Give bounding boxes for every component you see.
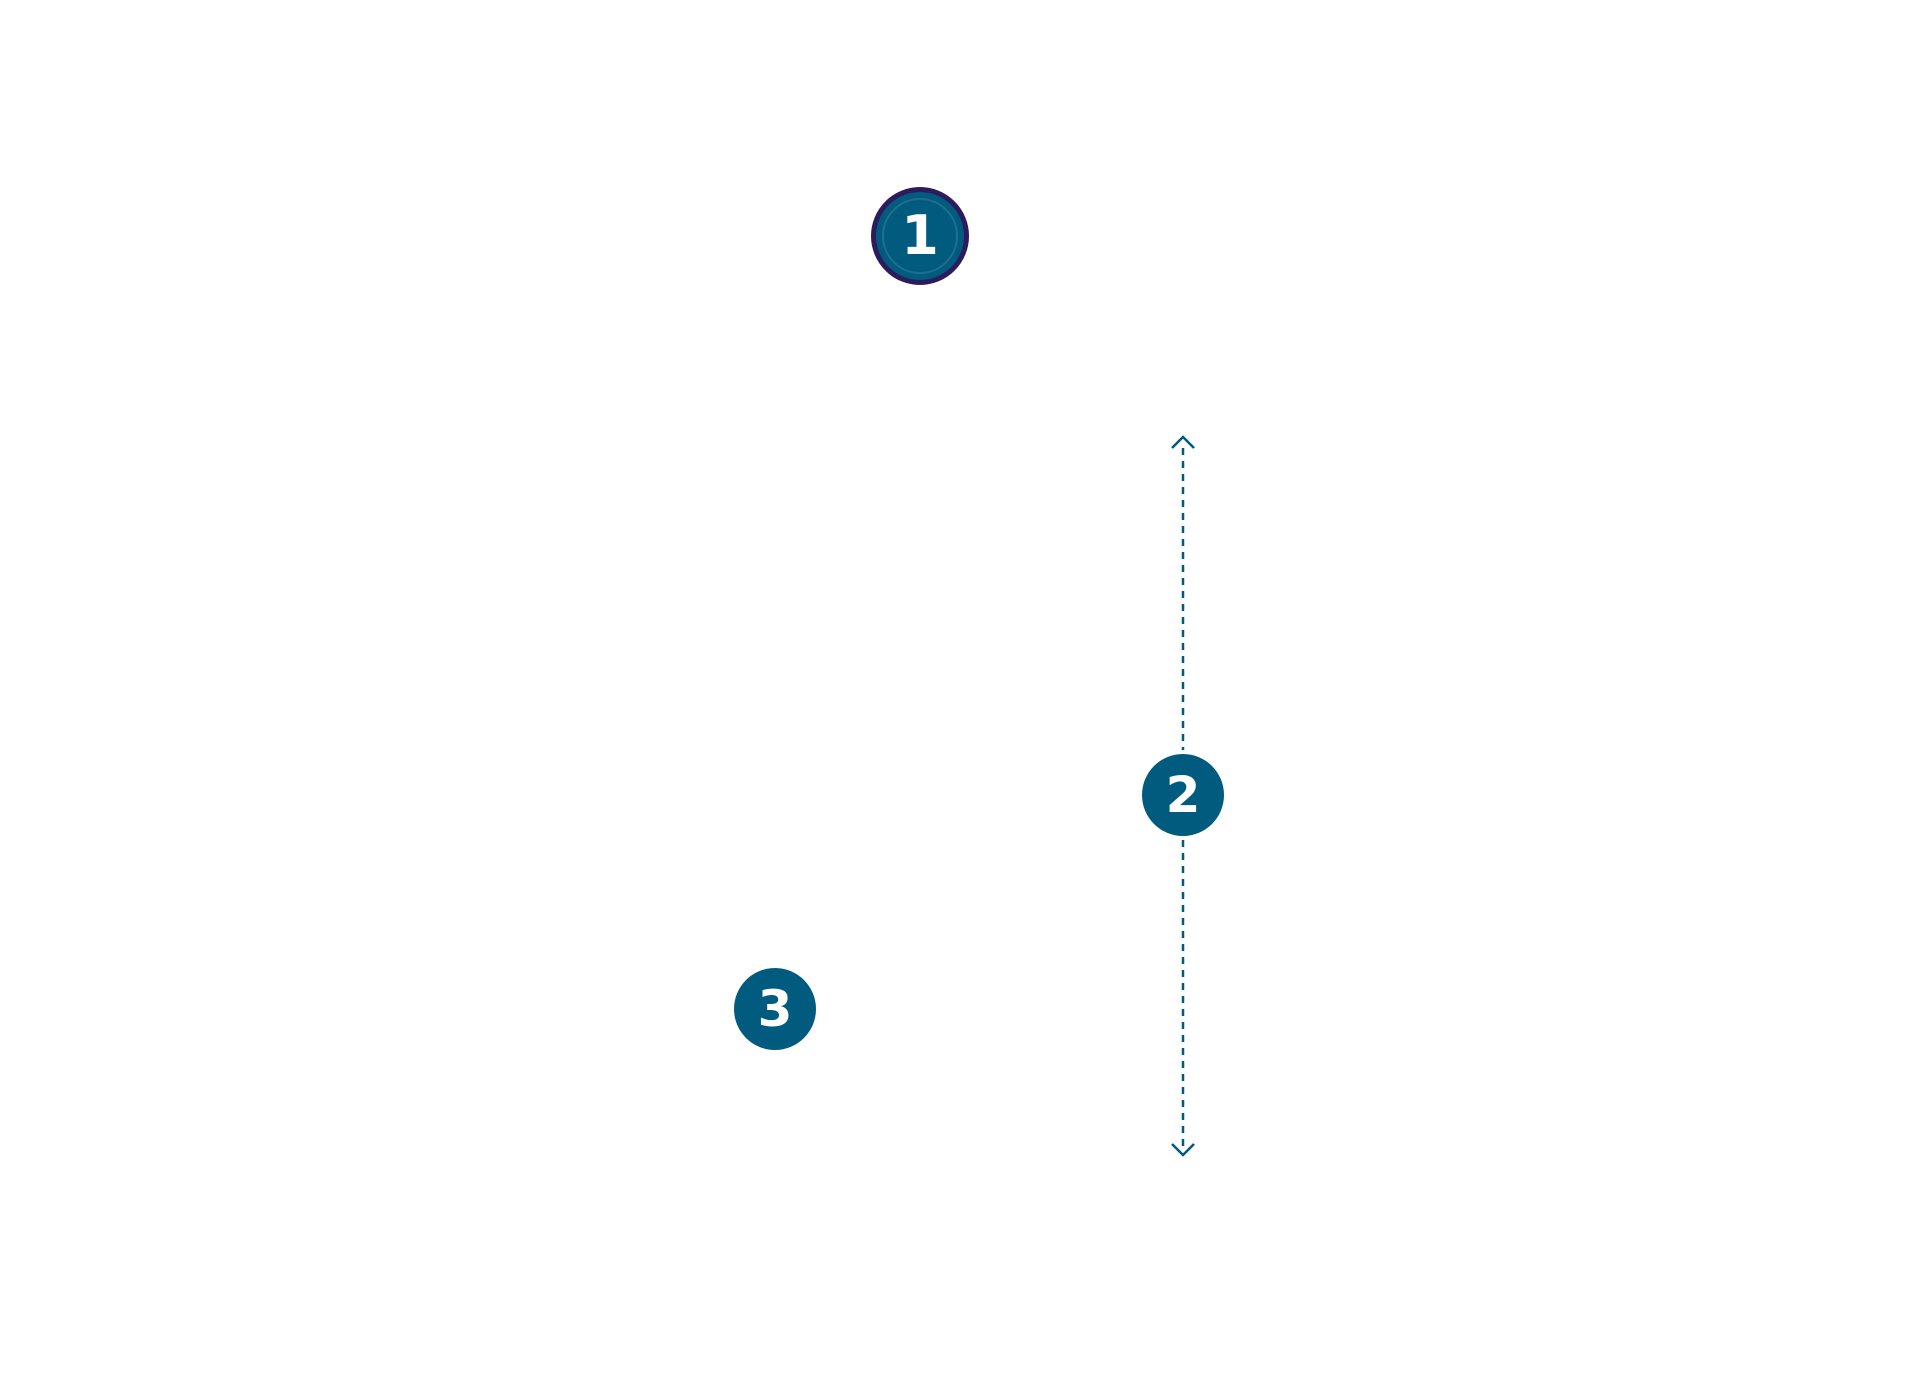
marker-3-label: 3 (757, 980, 793, 1038)
arrow-head-down-icon (1171, 1143, 1195, 1157)
marker-2[interactable]: 2 (1142, 754, 1224, 836)
marker-1-label: 1 (901, 204, 939, 267)
marker-1[interactable]: 1 (871, 187, 969, 285)
marker-3[interactable]: 3 (734, 968, 816, 1050)
arrow-head-up-icon (1171, 435, 1195, 449)
marker-2-label: 2 (1165, 766, 1201, 824)
